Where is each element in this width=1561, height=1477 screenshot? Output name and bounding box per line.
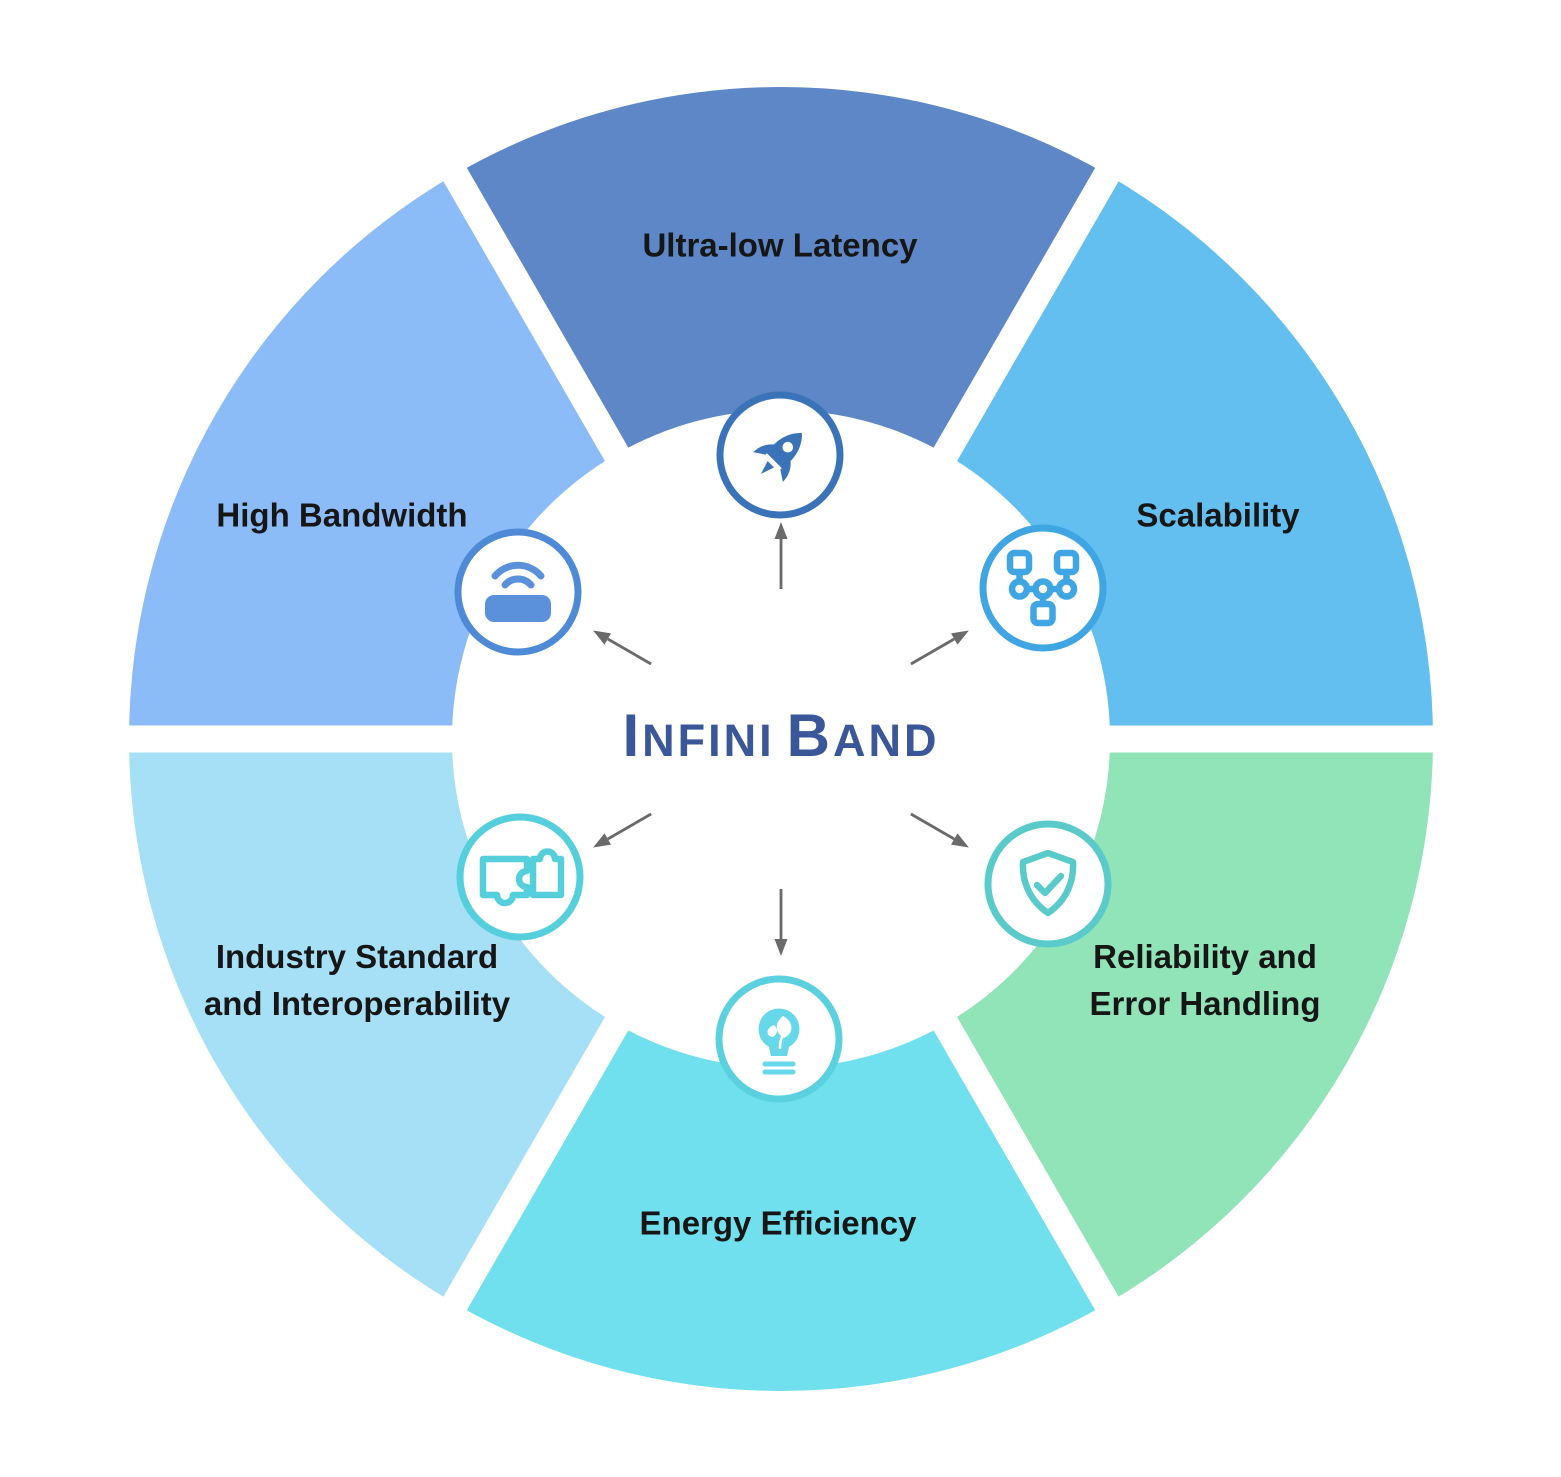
network-topology-icon	[1006, 549, 1080, 627]
arrow-bottom-left	[593, 812, 652, 848]
segment-top-left	[129, 174, 617, 739]
arrow-top	[774, 522, 788, 589]
shield-check-icon	[1019, 849, 1077, 917]
icon-circle-top-left	[454, 528, 582, 656]
segment-top	[455, 87, 1107, 455]
segment-gap	[425, 987, 646, 1342]
label-line-1: Reliability and	[1093, 938, 1317, 976]
arrow-bottom-right	[910, 812, 969, 848]
title-word2-initial: B	[786, 702, 834, 770]
label-line-1: Industry Standard	[215, 938, 499, 976]
eco-lightbulb-icon	[758, 1008, 800, 1075]
segment-label-high-bandwidth: High Bandwidth	[216, 496, 468, 534]
label-line-2: and Interoperability	[203, 985, 511, 1022]
segment-gap	[916, 987, 1137, 1342]
segment-top-right	[945, 174, 1433, 739]
icon-circle-bottom-right	[984, 820, 1112, 948]
segment-label-energy-efficiency: Energy Efficiency	[639, 1204, 917, 1242]
arrow-bottom	[774, 889, 788, 956]
puzzle-pieces-icon	[479, 848, 565, 907]
segment-bottom-left	[129, 739, 617, 1304]
segment-label-scalability: Scalability	[1136, 496, 1300, 534]
segment-bottom	[455, 1023, 1107, 1391]
segment-bottom-right	[945, 739, 1433, 1304]
segment-label-industry-standard-interoperability: Industry Standard and Interoperability	[204, 934, 510, 1028]
arrow-top-left	[593, 630, 652, 666]
icon-circle-top-right	[979, 524, 1107, 652]
wireless-router-icon	[485, 561, 551, 622]
segment-gap	[916, 136, 1137, 491]
title-word2-rest: AND	[833, 715, 940, 767]
title-word1-initial: I	[622, 702, 643, 770]
label-line-2: Error Handling	[1089, 985, 1321, 1022]
segment-gap	[425, 136, 646, 491]
title-word1-rest: NFINI	[642, 715, 775, 767]
segment-label-ultra-low-latency: Ultra-low Latency	[642, 226, 918, 264]
arrow-top-right	[910, 630, 969, 666]
rocket-icon	[753, 433, 802, 482]
